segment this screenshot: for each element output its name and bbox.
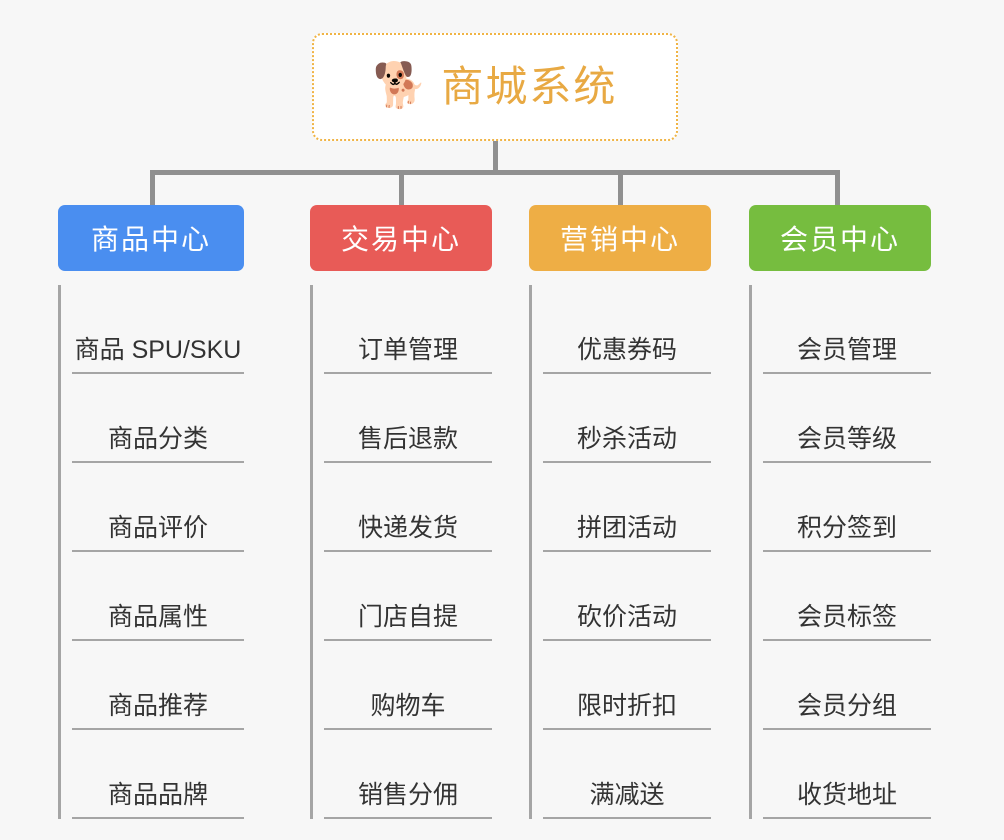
list-item[interactable]: 快递发货 bbox=[324, 463, 492, 552]
list-item[interactable]: 商品品牌 bbox=[72, 730, 244, 819]
connector-horizontal-bus bbox=[150, 170, 840, 175]
list-item[interactable]: 商品 SPU/SKU bbox=[72, 285, 244, 374]
list-item-label: 商品推荐 bbox=[107, 692, 208, 720]
branch-header-product-center[interactable]: 商品中心 bbox=[58, 205, 244, 271]
list-item-label: 积分签到 bbox=[796, 514, 897, 542]
list-item[interactable]: 会员分组 bbox=[763, 641, 931, 730]
list-item[interactable]: 收货地址 bbox=[763, 730, 931, 819]
list-item[interactable]: 商品属性 bbox=[72, 552, 244, 641]
list-item-label: 优惠券码 bbox=[576, 336, 677, 364]
branch-trunk-line bbox=[310, 285, 313, 819]
list-item[interactable]: 满减送 bbox=[543, 730, 711, 819]
shiba-dog-face-icon: 🐕 bbox=[372, 61, 428, 110]
list-item[interactable]: 门店自提 bbox=[324, 552, 492, 641]
branch-column-marketing-center: 营销中心 优惠券码 秒杀活动 拼团活动 砍价活动 限时折扣 满减送 bbox=[529, 205, 711, 819]
connector-drop-3 bbox=[618, 170, 623, 208]
list-item[interactable]: 售后退款 bbox=[324, 374, 492, 463]
branch-trunk-line bbox=[58, 285, 61, 819]
list-item-label: 购物车 bbox=[370, 692, 446, 720]
list-item-label: 商品评价 bbox=[107, 514, 208, 542]
list-item-label: 门店自提 bbox=[357, 603, 458, 631]
list-item-label: 订单管理 bbox=[357, 336, 458, 364]
branch-header-member-center[interactable]: 会员中心 bbox=[749, 205, 931, 271]
branch-header-marketing-center[interactable]: 营销中心 bbox=[529, 205, 711, 271]
list-item[interactable]: 销售分佣 bbox=[324, 730, 492, 819]
list-item[interactable]: 拼团活动 bbox=[543, 463, 711, 552]
list-item-label: 砍价活动 bbox=[576, 603, 677, 631]
connector-drop-2 bbox=[399, 170, 404, 208]
list-item-label: 商品属性 bbox=[107, 603, 208, 631]
branch-column-member-center: 会员中心 会员管理 会员等级 积分签到 会员标签 会员分组 收货地址 bbox=[749, 205, 931, 819]
root-node-mall-system[interactable]: 🐕 商城系统 bbox=[312, 33, 678, 141]
branch-items-member-center: 会员管理 会员等级 积分签到 会员标签 会员分组 收货地址 bbox=[749, 285, 931, 819]
list-item[interactable]: 商品分类 bbox=[72, 374, 244, 463]
branch-column-trade-center: 交易中心 订单管理 售后退款 快递发货 门店自提 购物车 销售分佣 bbox=[310, 205, 492, 819]
branch-items-trade-center: 订单管理 售后退款 快递发货 门店自提 购物车 销售分佣 bbox=[310, 285, 492, 819]
list-item[interactable]: 商品评价 bbox=[72, 463, 244, 552]
list-item[interactable]: 商品推荐 bbox=[72, 641, 244, 730]
branch-header-trade-center[interactable]: 交易中心 bbox=[310, 205, 492, 271]
list-item-label: 收货地址 bbox=[796, 781, 897, 809]
list-item-label: 商品 SPU/SKU bbox=[74, 336, 242, 364]
list-item-label: 会员分组 bbox=[796, 692, 897, 720]
list-item[interactable]: 购物车 bbox=[324, 641, 492, 730]
list-item-label: 会员管理 bbox=[796, 336, 897, 364]
list-item-label: 商品分类 bbox=[107, 425, 208, 453]
list-item[interactable]: 订单管理 bbox=[324, 285, 492, 374]
connector-drop-1 bbox=[150, 170, 155, 208]
list-item-label: 商品品牌 bbox=[107, 781, 208, 809]
list-item[interactable]: 会员标签 bbox=[763, 552, 931, 641]
list-item[interactable]: 会员管理 bbox=[763, 285, 931, 374]
list-item[interactable]: 限时折扣 bbox=[543, 641, 711, 730]
branch-column-product-center: 商品中心 商品 SPU/SKU 商品分类 商品评价 商品属性 商品推荐 商品品牌 bbox=[58, 205, 244, 819]
connector-drop-4 bbox=[835, 170, 840, 208]
list-item[interactable]: 砍价活动 bbox=[543, 552, 711, 641]
branch-items-product-center: 商品 SPU/SKU 商品分类 商品评价 商品属性 商品推荐 商品品牌 bbox=[58, 285, 244, 819]
list-item-label: 秒杀活动 bbox=[576, 425, 677, 453]
list-item-label: 满减送 bbox=[589, 781, 665, 809]
list-item-label: 限时折扣 bbox=[576, 692, 677, 720]
branch-trunk-line bbox=[749, 285, 752, 819]
root-node-title: 商城系统 bbox=[441, 63, 618, 110]
list-item[interactable]: 优惠券码 bbox=[543, 285, 711, 374]
list-item-label: 售后退款 bbox=[357, 425, 458, 453]
list-item-label: 拼团活动 bbox=[576, 514, 677, 542]
list-item-label: 会员等级 bbox=[796, 425, 897, 453]
list-item[interactable]: 会员等级 bbox=[763, 374, 931, 463]
branch-items-marketing-center: 优惠券码 秒杀活动 拼团活动 砍价活动 限时折扣 满减送 bbox=[529, 285, 711, 819]
branch-trunk-line bbox=[529, 285, 532, 819]
list-item-label: 销售分佣 bbox=[357, 781, 458, 809]
list-item[interactable]: 秒杀活动 bbox=[543, 374, 711, 463]
list-item-label: 快递发货 bbox=[357, 514, 458, 542]
list-item-label: 会员标签 bbox=[796, 603, 897, 631]
connector-root-stem bbox=[493, 141, 498, 174]
list-item[interactable]: 积分签到 bbox=[763, 463, 931, 552]
